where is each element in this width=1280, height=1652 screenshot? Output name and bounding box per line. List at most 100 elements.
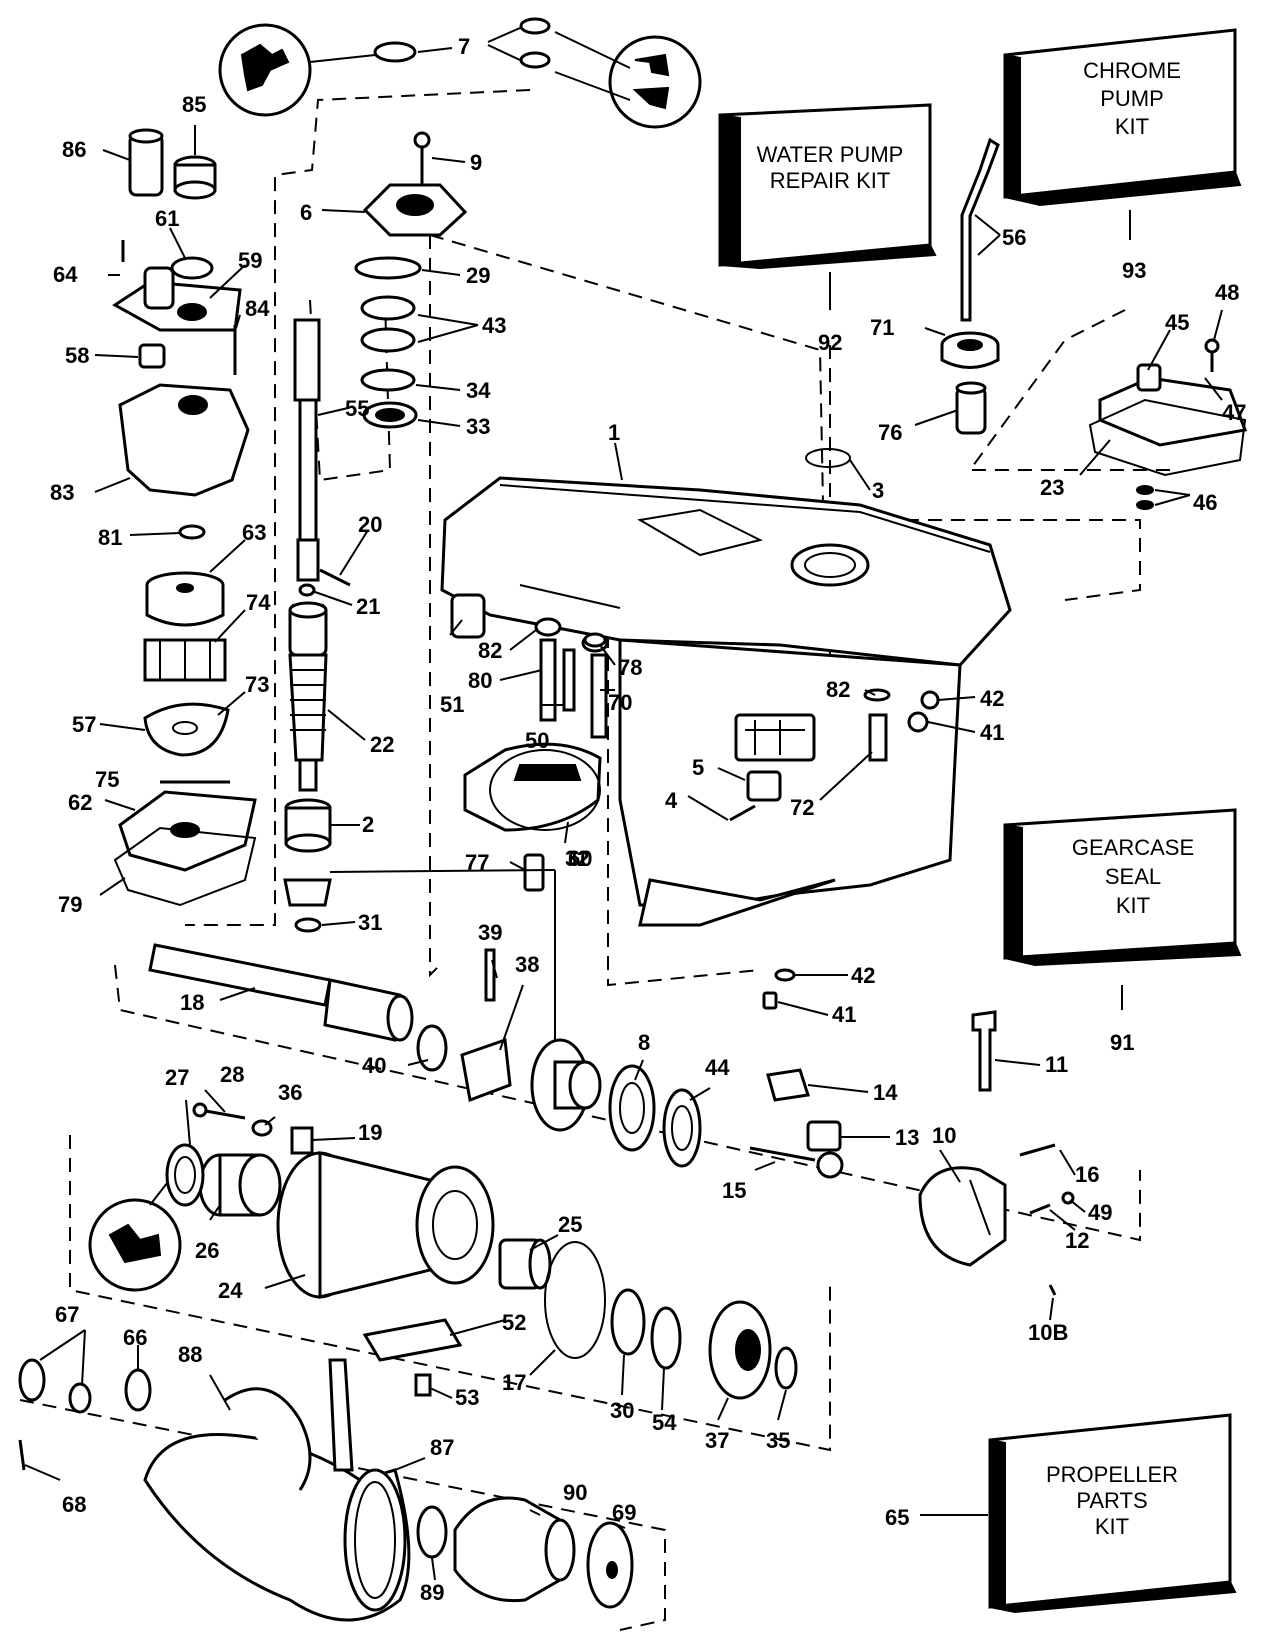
callout-43: 43 bbox=[482, 313, 506, 338]
callout-82: 82 bbox=[826, 677, 850, 702]
callout-32: 32 bbox=[565, 846, 589, 871]
callout-11: 11 bbox=[1045, 1052, 1068, 1077]
callout-88: 88 bbox=[178, 1342, 202, 1367]
callout-26: 26 bbox=[195, 1238, 219, 1263]
callout-61: 61 bbox=[155, 206, 179, 231]
callout-65: 65 bbox=[885, 1505, 909, 1530]
callout-71: 71 bbox=[870, 315, 894, 340]
callout-49: 49 bbox=[1088, 1200, 1112, 1225]
callout-62: 62 bbox=[68, 790, 92, 815]
water-pump-kit-box: WATER PUMP REPAIR KIT bbox=[718, 103, 937, 270]
callout-55: 55 bbox=[345, 396, 369, 421]
callout-10B: 10B bbox=[1028, 1320, 1068, 1345]
gearcase-seal-kit-box: GEARCASE SEAL KIT bbox=[1003, 808, 1242, 967]
gearcase-housing bbox=[440, 476, 1012, 927]
callout-59: 59 bbox=[238, 248, 262, 273]
seal-orientation-detail-left bbox=[218, 23, 376, 117]
callout-90: 90 bbox=[563, 1480, 587, 1505]
callout-82: 82 bbox=[478, 638, 502, 663]
callout-24: 24 bbox=[218, 1278, 243, 1303]
propeller-parts bbox=[18, 1358, 634, 1622]
callout-50: 50 bbox=[525, 728, 549, 753]
callout-84: 84 bbox=[245, 296, 270, 321]
callout-12: 12 bbox=[1065, 1228, 1089, 1253]
kit-line: PROPELLER bbox=[1046, 1462, 1178, 1487]
callout-5: 5 bbox=[692, 755, 704, 780]
callout-25: 25 bbox=[558, 1212, 582, 1237]
callout-60: 60 bbox=[568, 846, 592, 871]
callout-20: 20 bbox=[358, 512, 382, 537]
callout-18: 18 bbox=[180, 990, 204, 1015]
callout-86: 86 bbox=[62, 137, 86, 162]
callout-17: 17 bbox=[502, 1370, 526, 1395]
seal-orientation-detail-right bbox=[554, 31, 702, 129]
callout-85: 85 bbox=[182, 92, 206, 117]
callout-16: 16 bbox=[1075, 1162, 1099, 1187]
driveshaft-parts bbox=[283, 17, 551, 933]
callout-35: 35 bbox=[766, 1428, 790, 1453]
callout-70: 70 bbox=[608, 690, 632, 715]
kit-line: WATER PUMP bbox=[757, 142, 904, 167]
callout-47: 47 bbox=[1222, 400, 1246, 425]
callout-34: 34 bbox=[466, 378, 491, 403]
callout-78: 78 bbox=[618, 655, 642, 680]
callout-28: 28 bbox=[220, 1062, 244, 1087]
callout-89: 89 bbox=[420, 1580, 444, 1605]
callout-3: 3 bbox=[872, 478, 884, 503]
propshaft-parts bbox=[148, 943, 798, 1400]
callout-42: 42 bbox=[851, 963, 875, 988]
kit-line: KIT bbox=[1095, 1514, 1129, 1539]
callout-36: 36 bbox=[278, 1080, 302, 1105]
callout-30: 30 bbox=[610, 1398, 634, 1423]
kit-line: REPAIR KIT bbox=[770, 168, 891, 193]
callout-38: 38 bbox=[515, 952, 539, 977]
callout-1: 1 bbox=[608, 420, 620, 445]
kit-line: KIT bbox=[1116, 893, 1150, 918]
callout-76: 76 bbox=[878, 420, 902, 445]
callout-80: 80 bbox=[468, 668, 492, 693]
kit-callouts: 93 92 91 65 bbox=[818, 258, 1146, 1530]
callout-91: 91 bbox=[1110, 1030, 1134, 1055]
callout-44: 44 bbox=[705, 1055, 730, 1080]
callout-23: 23 bbox=[1040, 475, 1064, 500]
callout-83: 83 bbox=[50, 480, 74, 505]
callout-22: 22 bbox=[370, 732, 394, 757]
callout-58: 58 bbox=[65, 343, 89, 368]
kit-line: PUMP bbox=[1100, 86, 1164, 111]
callout-45: 45 bbox=[1165, 310, 1189, 335]
callout-75: 75 bbox=[95, 767, 119, 792]
part-callouts: 7 9 6 29 43 34 33 55 86 85 61 59 64 84 5… bbox=[50, 34, 1246, 1605]
callout-13: 13 bbox=[895, 1125, 919, 1150]
water-pump-parts bbox=[112, 128, 257, 907]
callout-41: 41 bbox=[832, 1002, 856, 1027]
callout-2: 2 bbox=[362, 812, 374, 837]
callout-57: 57 bbox=[72, 712, 96, 737]
callout-51: 51 bbox=[440, 692, 464, 717]
callout-92: 92 bbox=[818, 330, 842, 355]
callout-29: 29 bbox=[466, 263, 490, 288]
callout-73: 73 bbox=[245, 672, 269, 697]
callout-81: 81 bbox=[98, 525, 122, 550]
callout-4: 4 bbox=[665, 788, 678, 813]
kit-line: GEARCASE bbox=[1072, 835, 1194, 860]
callout-56: 56 bbox=[1002, 225, 1026, 250]
callout-27: 27 bbox=[165, 1065, 189, 1090]
callout-52: 52 bbox=[502, 1310, 526, 1335]
shift-parts bbox=[749, 968, 1075, 1296]
callout-67: 67 bbox=[55, 1302, 79, 1327]
kit-line: KIT bbox=[1115, 114, 1149, 139]
callout-9: 9 bbox=[470, 150, 482, 175]
callout-39: 39 bbox=[478, 920, 502, 945]
seal-orientation-detail-lower bbox=[88, 1159, 186, 1292]
callout-14: 14 bbox=[873, 1080, 898, 1105]
callout-63: 63 bbox=[242, 520, 266, 545]
callout-53: 53 bbox=[455, 1385, 479, 1410]
callout-41: 41 bbox=[980, 720, 1004, 745]
callout-6: 6 bbox=[300, 200, 312, 225]
callout-46: 46 bbox=[1193, 490, 1217, 515]
leader-lines bbox=[24, 27, 1223, 1581]
kit-line: SEAL bbox=[1105, 864, 1161, 889]
propeller-parts-kit-box: PROPELLER PARTS KIT bbox=[988, 1413, 1237, 1614]
callout-31: 31 bbox=[358, 910, 382, 935]
